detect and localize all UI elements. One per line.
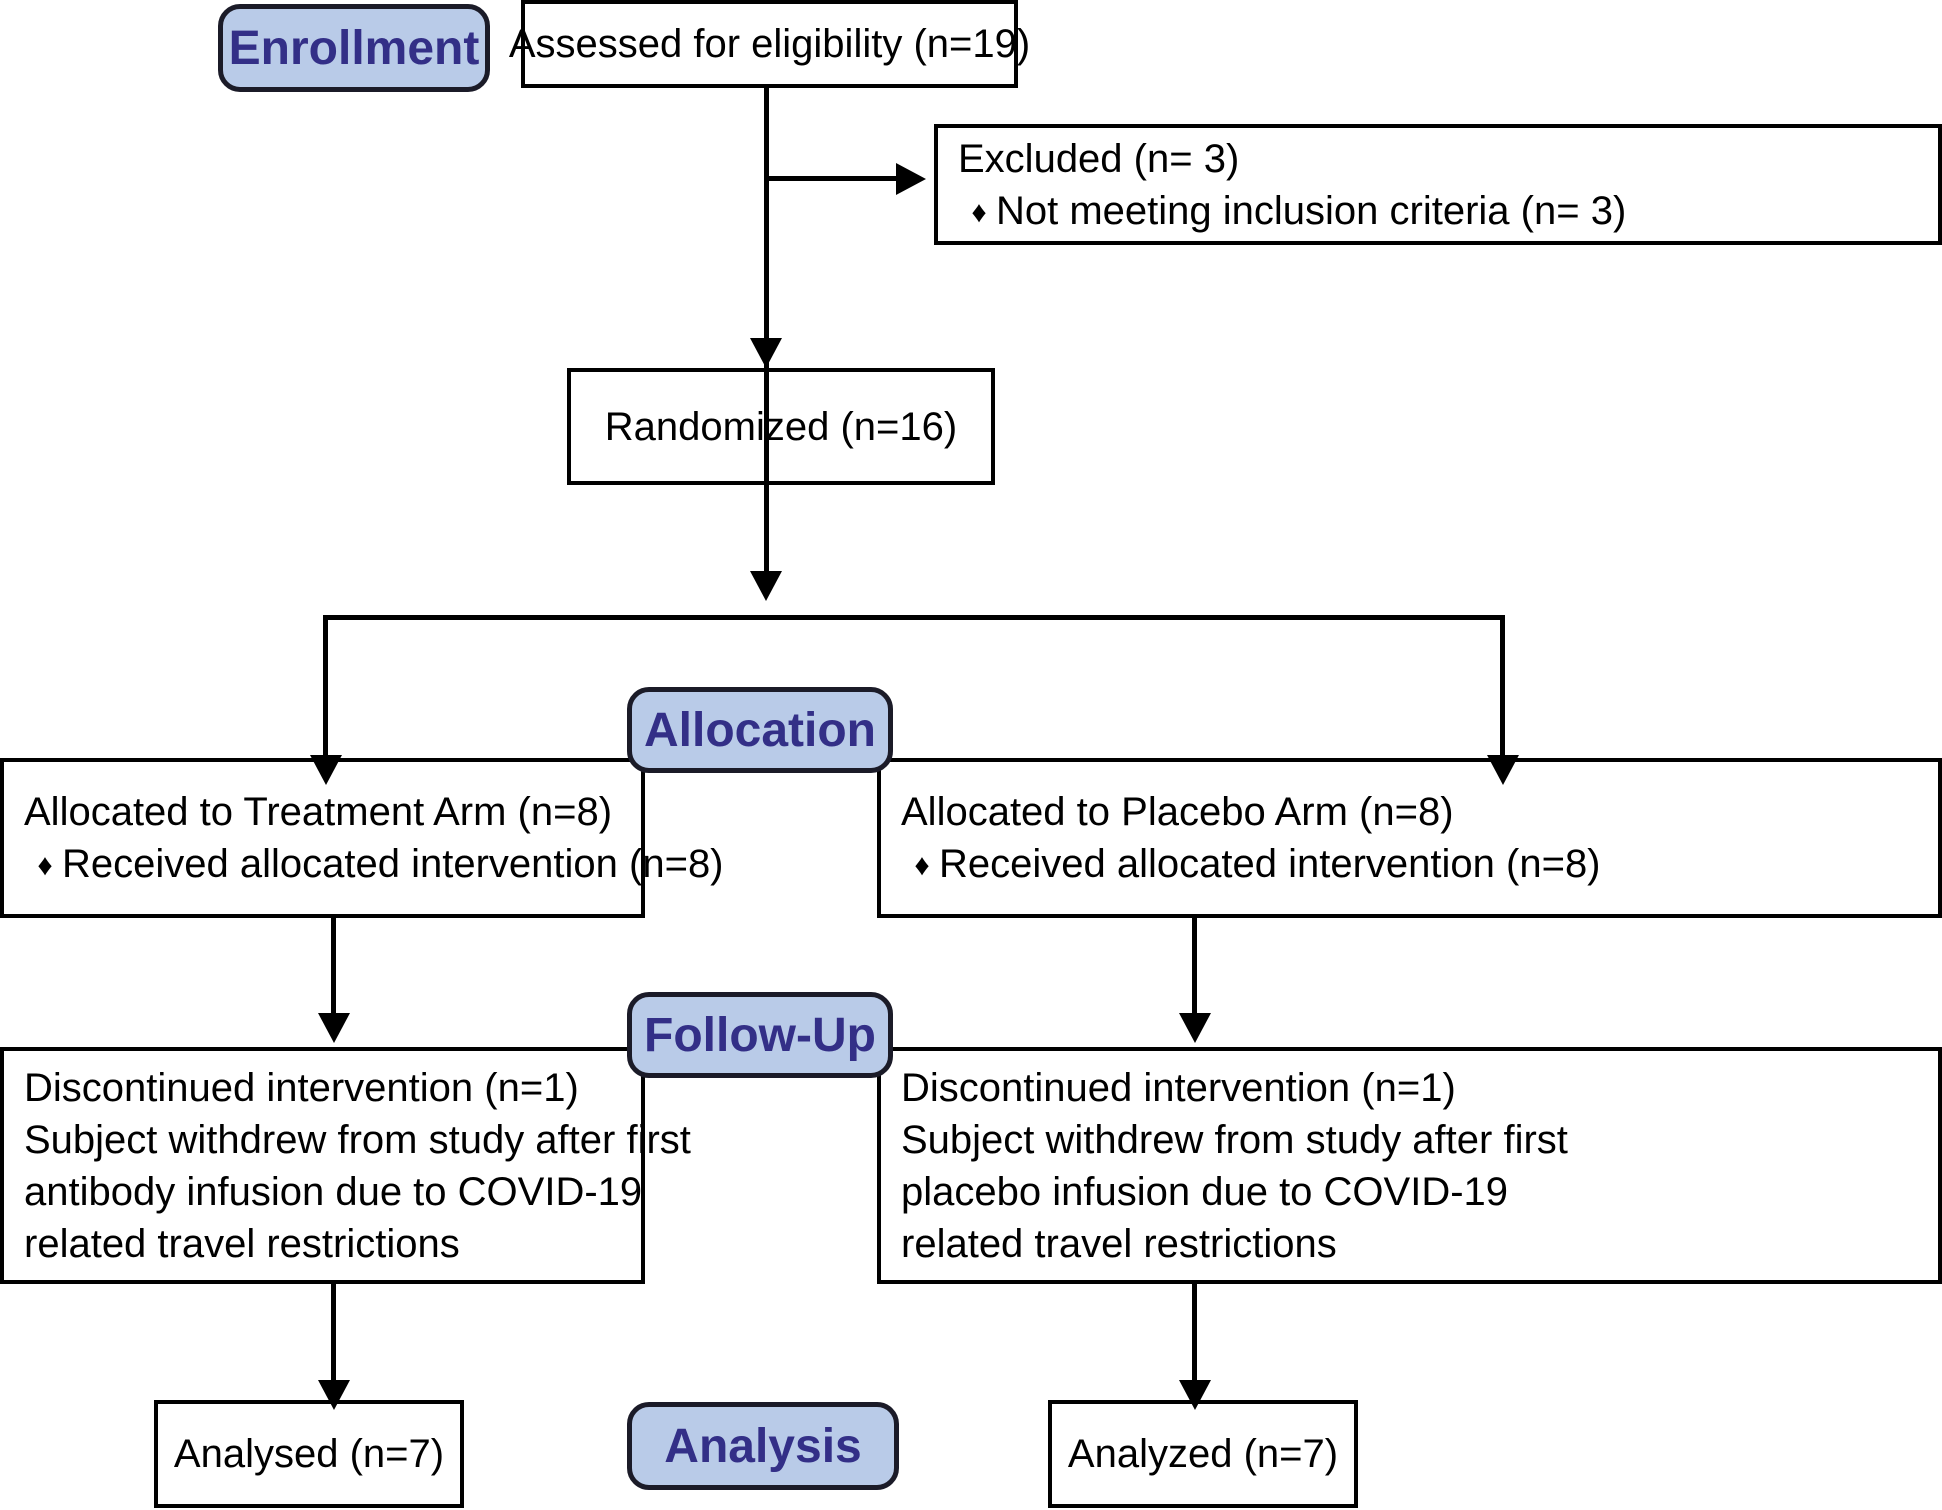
connector-treatment-to-followup [331, 918, 336, 1018]
stage-badge-followup: Follow-Up [627, 992, 893, 1078]
diamond-bullet-icon: ♦ [971, 195, 987, 229]
arrow-to-randomized [750, 338, 782, 368]
node-analysed-treatment-text: Analysed (n=7) [173, 1432, 445, 1476]
node-allocated-placebo: Allocated to Placebo Arm (n=8) ♦ Received… [877, 758, 1942, 918]
arrow-to-allocated-placebo [1487, 755, 1519, 785]
node-randomized-text: Randomized (n=16) [604, 404, 958, 449]
node-excluded-bullet-0: Not meeting inclusion criteria (n= 3) [996, 188, 1627, 233]
node-analysed-placebo-text: Analyzed (n=7) [1067, 1432, 1339, 1476]
connector-to-excluded [764, 176, 896, 181]
node-analysed-treatment: Analysed (n=7) [154, 1400, 464, 1508]
arrow-to-followup-placebo [1179, 1013, 1211, 1043]
node-assessed-for-eligibility: Assessed for eligibility (n=19) [509, 0, 1030, 88]
node-followup-treatment-heading: Discontinued intervention (n=1) [24, 1065, 579, 1110]
node-followup-treatment-line-2: related travel restrictions [24, 1221, 460, 1266]
node-excluded: Excluded (n= 3) ♦ Not meeting inclusion c… [934, 124, 1942, 245]
node-followup-treatment-line-0: Subject withdrew from study after first [24, 1117, 691, 1162]
node-allocated-placebo-bullet-0: Received allocated intervention (n=8) [939, 842, 1601, 886]
node-followup-placebo-line-2: related travel restrictions [901, 1221, 1337, 1266]
node-followup-treatment-line-1: antibody infusion due to COVID-19 [24, 1169, 643, 1214]
node-excluded-bullet-row: ♦ Not meeting inclusion criteria (n= 3) [958, 185, 1918, 237]
node-excluded-heading: Excluded (n= 3) [958, 136, 1240, 181]
node-followup-placebo-line-0: Subject withdrew from study after first [901, 1117, 1568, 1162]
node-randomized: Randomized (n=16) [567, 368, 995, 485]
stage-badge-allocation: Allocation [627, 687, 893, 773]
node-analysed-placebo: Analyzed (n=7) [1048, 1400, 1358, 1508]
node-allocated-placebo-heading: Allocated to Placebo Arm (n=8) [901, 790, 1454, 834]
node-followup-placebo-heading: Discontinued intervention (n=1) [901, 1065, 1456, 1110]
node-followup-treatment: Discontinued intervention (n=1) Subject … [0, 1047, 691, 1284]
stage-badge-enrollment: Enrollment [218, 4, 490, 92]
connector-placebo-to-analysis [1192, 1284, 1197, 1386]
stage-badge-analysis-label: Analysis [664, 1419, 862, 1473]
stage-badge-followup-label: Follow-Up [644, 1008, 876, 1062]
connector-split-right-drop [1500, 615, 1505, 775]
connector-allocation-split [323, 615, 1505, 620]
connector-treatment-to-analysis [331, 1284, 336, 1386]
arrow-to-analysed-treatment [318, 1380, 350, 1410]
node-allocated-treatment: Allocated to Treatment Arm (n=8) ♦ Receiv… [0, 758, 724, 918]
node-followup-placebo: Discontinued intervention (n=1) Subject … [877, 1047, 1942, 1284]
stage-badge-analysis: Analysis [627, 1402, 899, 1490]
arrow-split-apex [750, 571, 782, 601]
node-allocated-treatment-bullet-0: Received allocated intervention (n=8) [62, 842, 724, 886]
connector-placebo-to-followup [1192, 918, 1197, 1018]
stage-badge-enrollment-label: Enrollment [228, 21, 480, 75]
arrow-to-analysed-placebo [1179, 1380, 1211, 1410]
connector-split-left-drop [323, 615, 328, 775]
diamond-bullet-icon: ♦ [37, 849, 53, 882]
node-allocated-placebo-bullet-row: ♦ Received allocated intervention (n=8) [901, 838, 1918, 890]
arrow-to-excluded [896, 163, 926, 195]
connector-randomized-stem [764, 485, 769, 595]
node-allocated-treatment-bullet-row: ♦ Received allocated intervention (n=8) [24, 838, 723, 890]
arrow-to-followup-treatment [318, 1013, 350, 1043]
node-followup-placebo-line-1: placebo infusion due to COVID-19 [901, 1169, 1509, 1214]
arrow-to-allocated-treatment [310, 755, 342, 785]
node-assessed-text: Assessed for eligibility (n=19) [508, 22, 1031, 66]
diamond-bullet-icon: ♦ [914, 849, 930, 882]
connector-assessed-trunk [764, 88, 769, 504]
stage-badge-allocation-label: Allocation [643, 703, 876, 757]
node-allocated-treatment-heading: Allocated to Treatment Arm (n=8) [24, 790, 613, 834]
